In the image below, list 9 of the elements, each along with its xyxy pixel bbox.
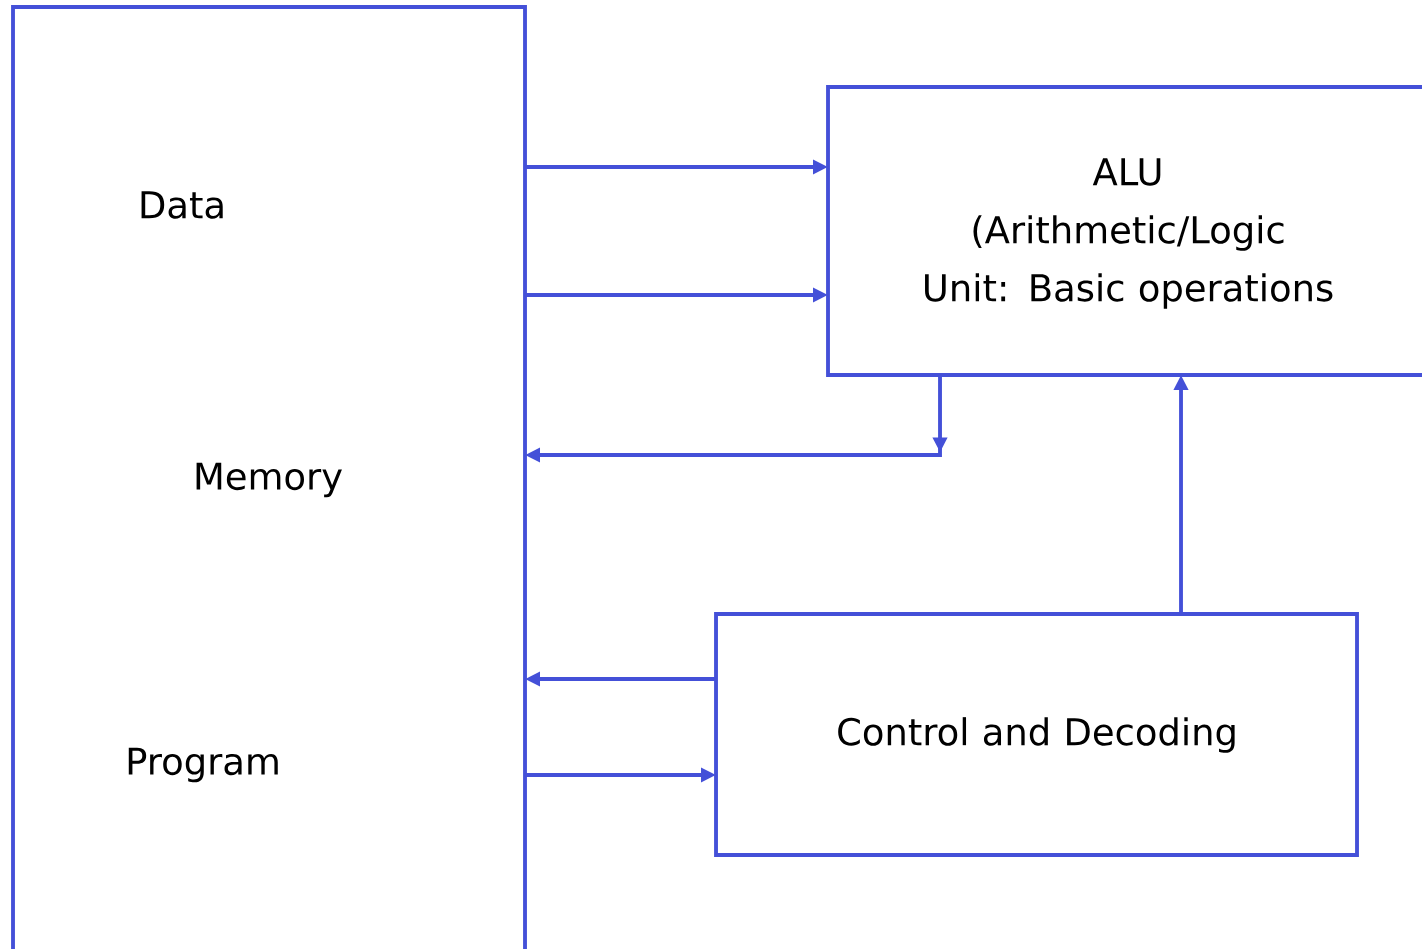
block-box xyxy=(11,5,527,949)
box-label: (Arithmetic/Logic Unit: Basic operations xyxy=(925,215,1333,309)
box-label: Data xyxy=(141,191,223,219)
box-label: Control and Decoding xyxy=(838,717,1235,753)
box-label: ALU xyxy=(1092,158,1161,186)
block-box xyxy=(714,612,1359,857)
box-label: Memory xyxy=(196,462,342,498)
box-label: Program xyxy=(128,747,278,783)
block-box xyxy=(826,85,1422,377)
